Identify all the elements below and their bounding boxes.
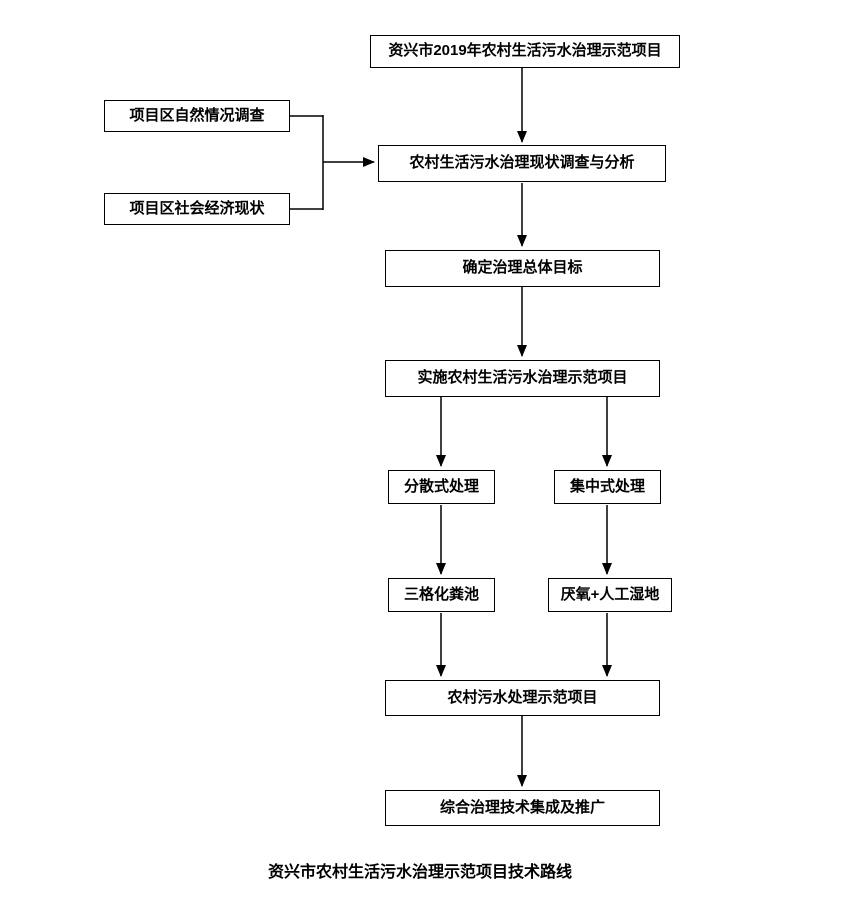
diagram-caption: 资兴市农村生活污水治理示范项目技术路线 bbox=[267, 864, 573, 881]
node-septic-tank: 三格化粪池 bbox=[388, 578, 495, 612]
node-tech-promotion: 综合治理技术集成及推广 bbox=[385, 790, 660, 826]
node-centralized-treatment: 集中式处理 bbox=[554, 470, 661, 504]
node-demo-project: 农村污水处理示范项目 bbox=[385, 680, 660, 716]
node-status-analysis: 农村生活污水治理现状调查与分析 bbox=[378, 145, 666, 182]
node-project-title: 资兴市2019年农村生活污水治理示范项目 bbox=[370, 35, 680, 68]
node-natural-survey: 项目区自然情况调查 bbox=[104, 100, 290, 132]
node-decentralized-treatment: 分散式处理 bbox=[388, 470, 495, 504]
node-implement-project: 实施农村生活污水治理示范项目 bbox=[385, 360, 660, 397]
node-anaerobic-wetland: 厌氧+人工湿地 bbox=[548, 578, 672, 612]
node-socioeconomic-status: 项目区社会经济现状 bbox=[104, 193, 290, 225]
node-overall-goal: 确定治理总体目标 bbox=[385, 250, 660, 287]
